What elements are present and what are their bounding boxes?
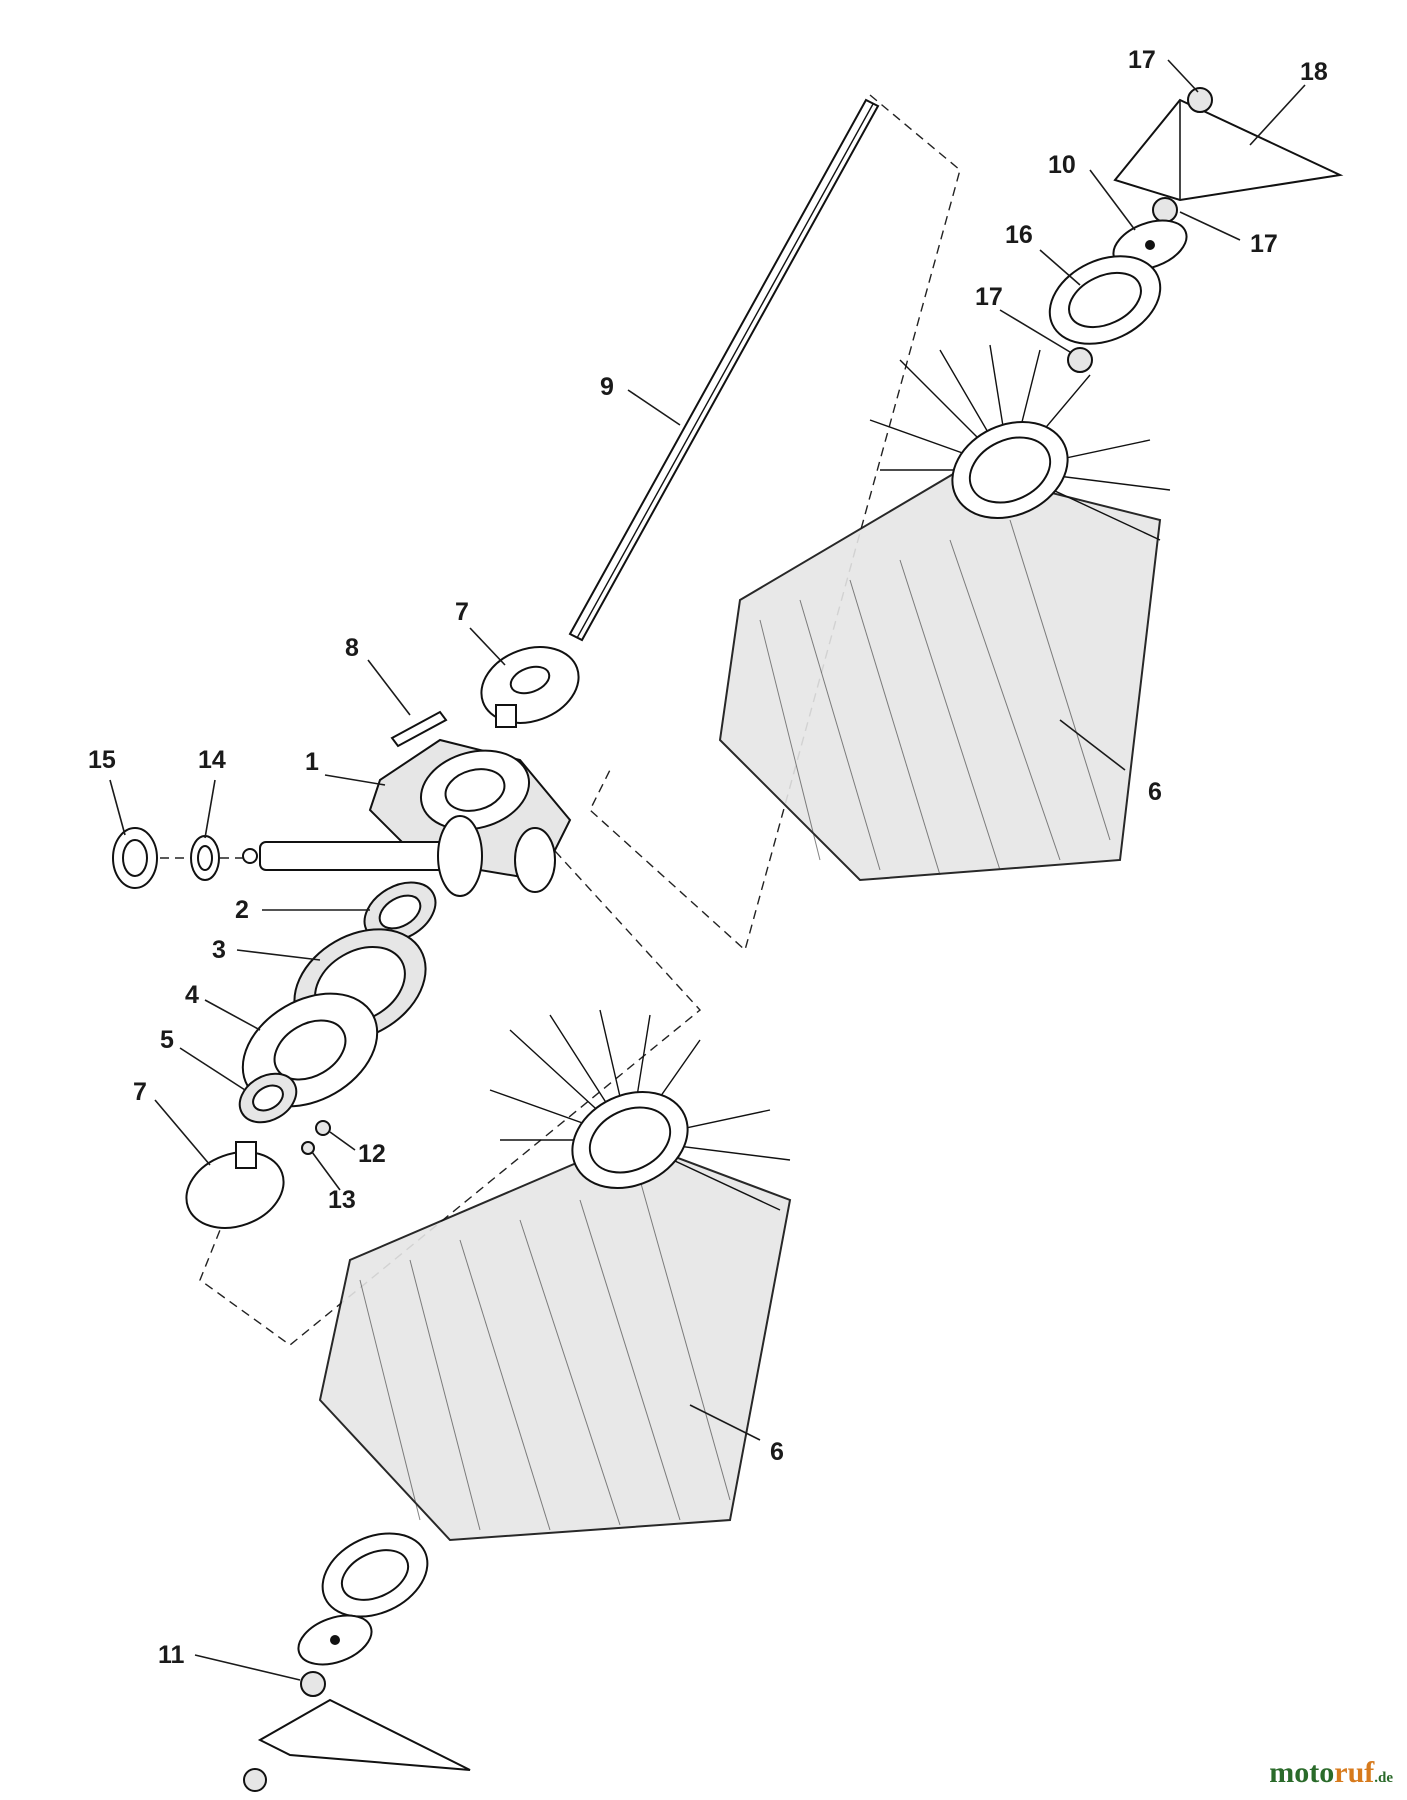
part-17-nuts xyxy=(1067,87,1213,373)
part-14-ring xyxy=(190,835,220,881)
callout-12: 12 xyxy=(358,1140,386,1168)
callout-1: 1 xyxy=(305,748,319,776)
callout-7-lower: 7 xyxy=(133,1078,147,1106)
watermark-logo: motoruf.de xyxy=(1269,1756,1393,1790)
watermark-part3: .de xyxy=(1374,1770,1393,1786)
callout-13: 13 xyxy=(328,1186,356,1214)
part-18-bracket xyxy=(1113,98,1344,202)
callout-17-top: 17 xyxy=(1128,46,1156,74)
part-11-nut xyxy=(300,1671,326,1697)
assembly-dash-lines xyxy=(199,94,961,1346)
callout-6-lower: 6 xyxy=(770,1438,784,1466)
callout-11: 11 xyxy=(158,1641,185,1669)
callout-17-mid: 17 xyxy=(1250,230,1278,258)
callout-2: 2 xyxy=(235,896,249,924)
callout-5: 5 xyxy=(160,1026,174,1054)
callout-9: 9 xyxy=(600,373,614,401)
part-8-key xyxy=(390,710,448,748)
callout-18: 18 xyxy=(1300,58,1328,86)
callout-15: 15 xyxy=(88,746,116,774)
watermark-part2: ruf xyxy=(1334,1756,1375,1789)
callout-10: 10 xyxy=(1048,151,1076,179)
part-2-seal xyxy=(363,881,437,943)
part-lower-washer xyxy=(297,1614,373,1666)
callout-16: 16 xyxy=(1005,221,1033,249)
part-12-13-screws xyxy=(301,1120,331,1155)
callout-4: 4 xyxy=(185,981,199,1009)
callout-6-upper: 6 xyxy=(1148,778,1162,806)
part-1-gearbox xyxy=(242,738,572,897)
callout-8: 8 xyxy=(345,634,359,662)
callout-7-upper: 7 xyxy=(455,598,469,626)
part-7-lower-hub xyxy=(185,1141,285,1229)
watermark-part1: moto xyxy=(1269,1756,1335,1789)
part-7-upper-hub xyxy=(480,646,580,728)
part-6-lower-brush xyxy=(318,1009,792,1542)
part-16-flange xyxy=(1048,255,1162,345)
callout-17-lower: 17 xyxy=(975,283,1003,311)
part-5-seal xyxy=(238,1072,298,1124)
callout-14: 14 xyxy=(198,746,226,774)
callout-labels: 17 18 10 17 16 17 9 6 7 8 1 15 14 2 3 4 … xyxy=(88,46,1328,1669)
callout-3: 3 xyxy=(212,936,226,964)
part-lower-bracket xyxy=(243,1698,471,1792)
part-9-shaft xyxy=(568,98,880,642)
part-6-upper-brush xyxy=(718,344,1171,882)
part-lower-flange xyxy=(321,1532,429,1618)
leader-lines xyxy=(109,59,1306,1681)
part-15-bearing xyxy=(112,827,158,889)
